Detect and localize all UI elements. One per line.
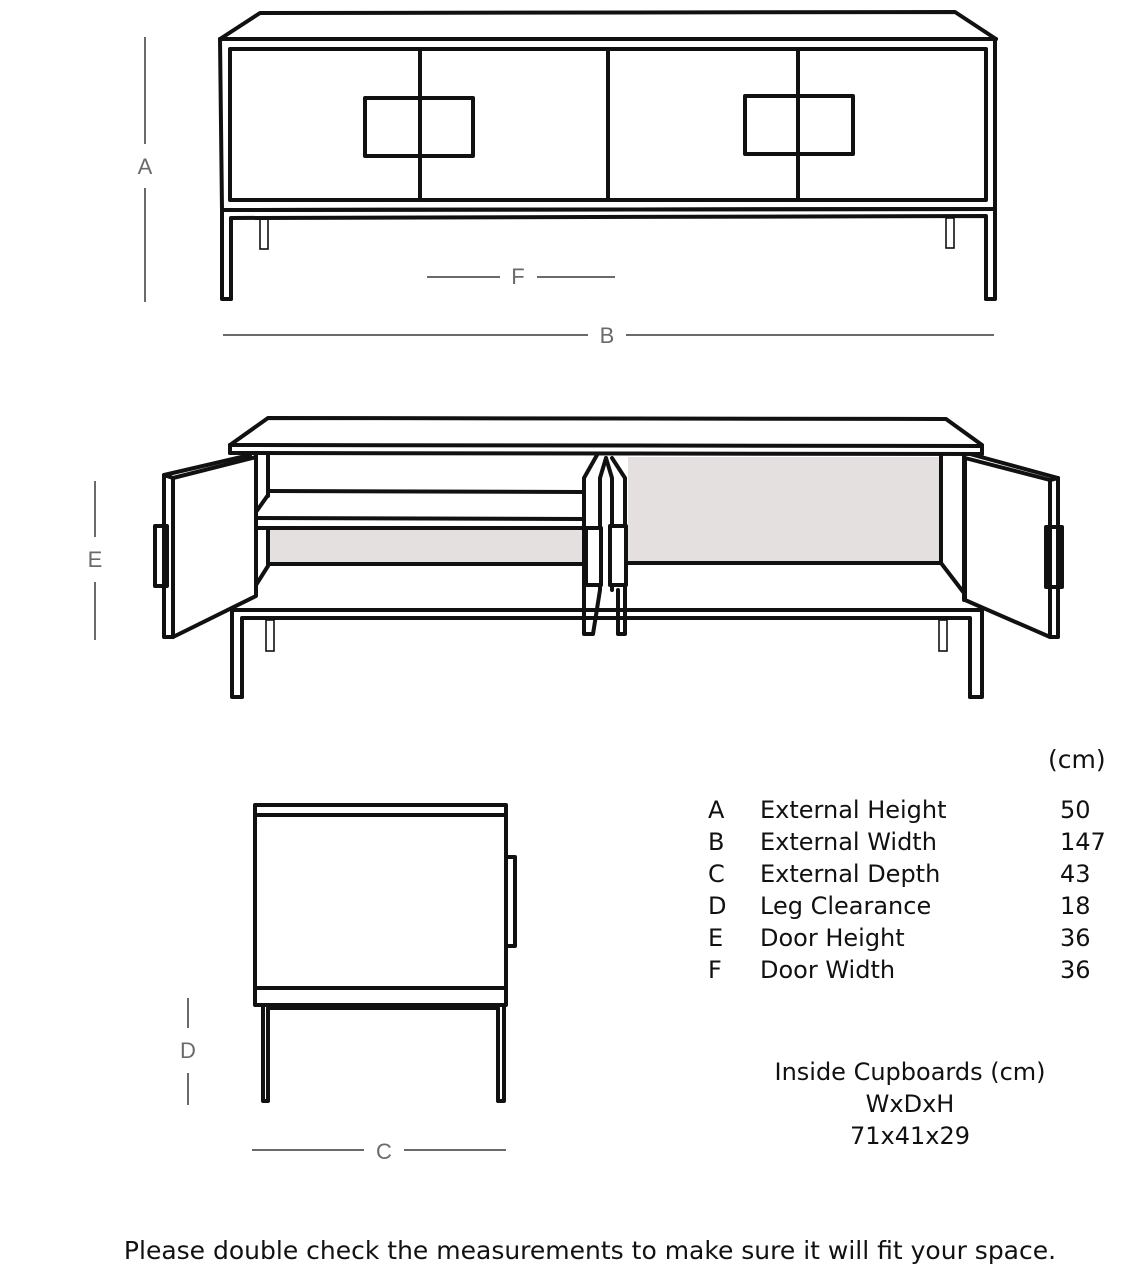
spec-value: 18 <box>1060 892 1091 920</box>
spec-value: 36 <box>1060 956 1091 984</box>
dimension-label-f: F <box>511 264 525 289</box>
spec-label: External Depth <box>760 860 941 888</box>
dimension-label-e: E <box>87 547 103 572</box>
spec-row: D Leg Clearance 18 <box>708 890 1108 922</box>
inside-cupboards-title: Inside Cupboards (cm) <box>774 1058 1046 1086</box>
unit-header: (cm) <box>1048 745 1106 774</box>
spec-row: F Door Width 36 <box>708 954 1108 986</box>
spec-label: Leg Clearance <box>760 892 932 920</box>
inside-cupboards-format: WxDxH <box>865 1090 955 1118</box>
front-view-closed <box>218 10 998 301</box>
front-view-doors-open <box>153 416 1064 699</box>
spec-label: Door Height <box>760 924 905 952</box>
inside-cupboards-block: Inside Cupboards (cm) WxDxH 71x41x29 <box>760 1056 1060 1152</box>
spec-key: D <box>708 892 727 920</box>
spec-value: 50 <box>1060 796 1091 824</box>
dimension-label-b: B <box>599 323 615 348</box>
spec-row: C External Depth 43 <box>708 858 1108 890</box>
spec-row: A External Height 50 <box>708 794 1108 826</box>
spec-key: E <box>708 924 724 952</box>
spec-value: 43 <box>1060 860 1091 888</box>
spec-row: B External Width 147 <box>708 826 1108 858</box>
side-view <box>253 803 517 1103</box>
spec-key: C <box>708 860 725 888</box>
spec-key: B <box>708 828 725 856</box>
spec-label: Door Width <box>760 956 896 984</box>
spec-key: F <box>708 956 722 984</box>
spec-key: A <box>708 796 725 824</box>
dimensions-table: A External Height 50 B External Width 14… <box>708 794 1108 986</box>
dimension-label-a: A <box>137 154 153 179</box>
spec-row: E Door Height 36 <box>708 922 1108 954</box>
inside-cupboards-value: 71x41x29 <box>849 1122 971 1150</box>
spec-label: External Height <box>760 796 947 824</box>
spec-value: 36 <box>1060 924 1091 952</box>
dimension-label-c: C <box>376 1139 392 1164</box>
dimension-label-d: D <box>180 1038 196 1063</box>
spec-value: 147 <box>1060 828 1106 856</box>
spec-label: External Width <box>760 828 937 856</box>
footer-note: Please double check the measurements to … <box>123 1236 1057 1265</box>
